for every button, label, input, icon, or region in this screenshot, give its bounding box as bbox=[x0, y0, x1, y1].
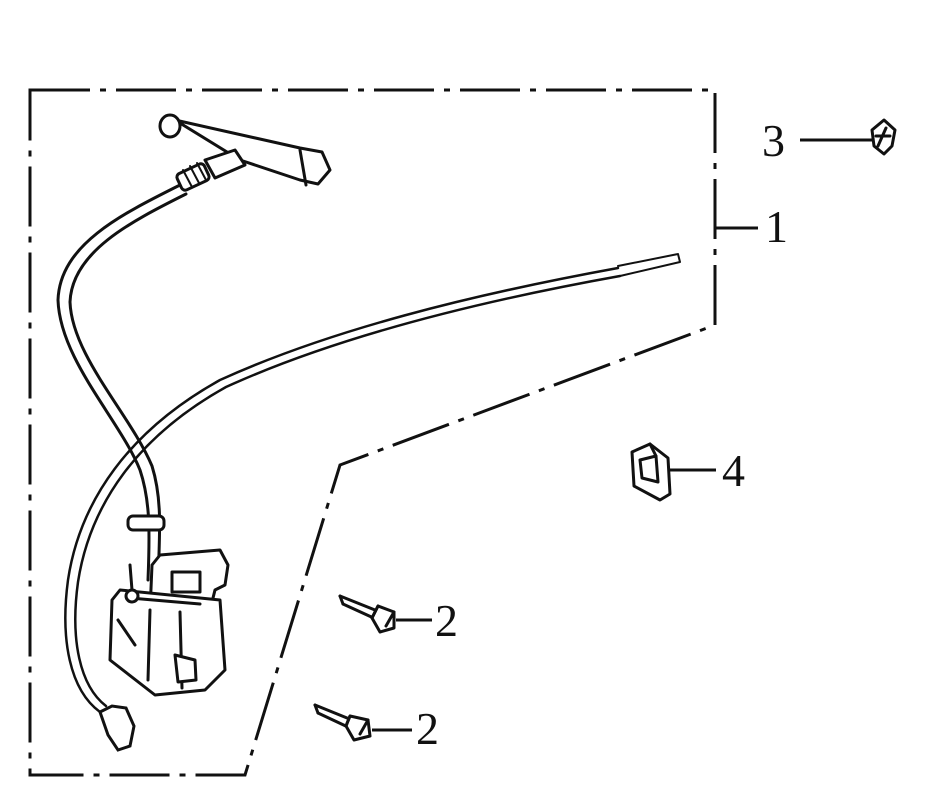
clip-nut bbox=[870, 118, 897, 156]
callout-2-upper: 2 bbox=[435, 595, 458, 646]
callout-1: 1 bbox=[765, 201, 788, 252]
high-tension-lead bbox=[56, 183, 188, 582]
wire-terminal bbox=[98, 704, 136, 752]
primary-wire bbox=[64, 253, 681, 714]
lead-grommet bbox=[126, 514, 166, 532]
callout-3: 3 bbox=[762, 115, 785, 166]
ignition-coil bbox=[108, 548, 230, 697]
assembly-outline bbox=[28, 88, 717, 777]
callout-4: 4 bbox=[722, 445, 745, 496]
spark-plug-cap bbox=[158, 113, 332, 192]
bolt-lower bbox=[313, 703, 372, 742]
wire-clamp bbox=[630, 442, 672, 502]
bolt-upper bbox=[338, 594, 396, 634]
callout-2-lower: 2 bbox=[416, 703, 439, 754]
